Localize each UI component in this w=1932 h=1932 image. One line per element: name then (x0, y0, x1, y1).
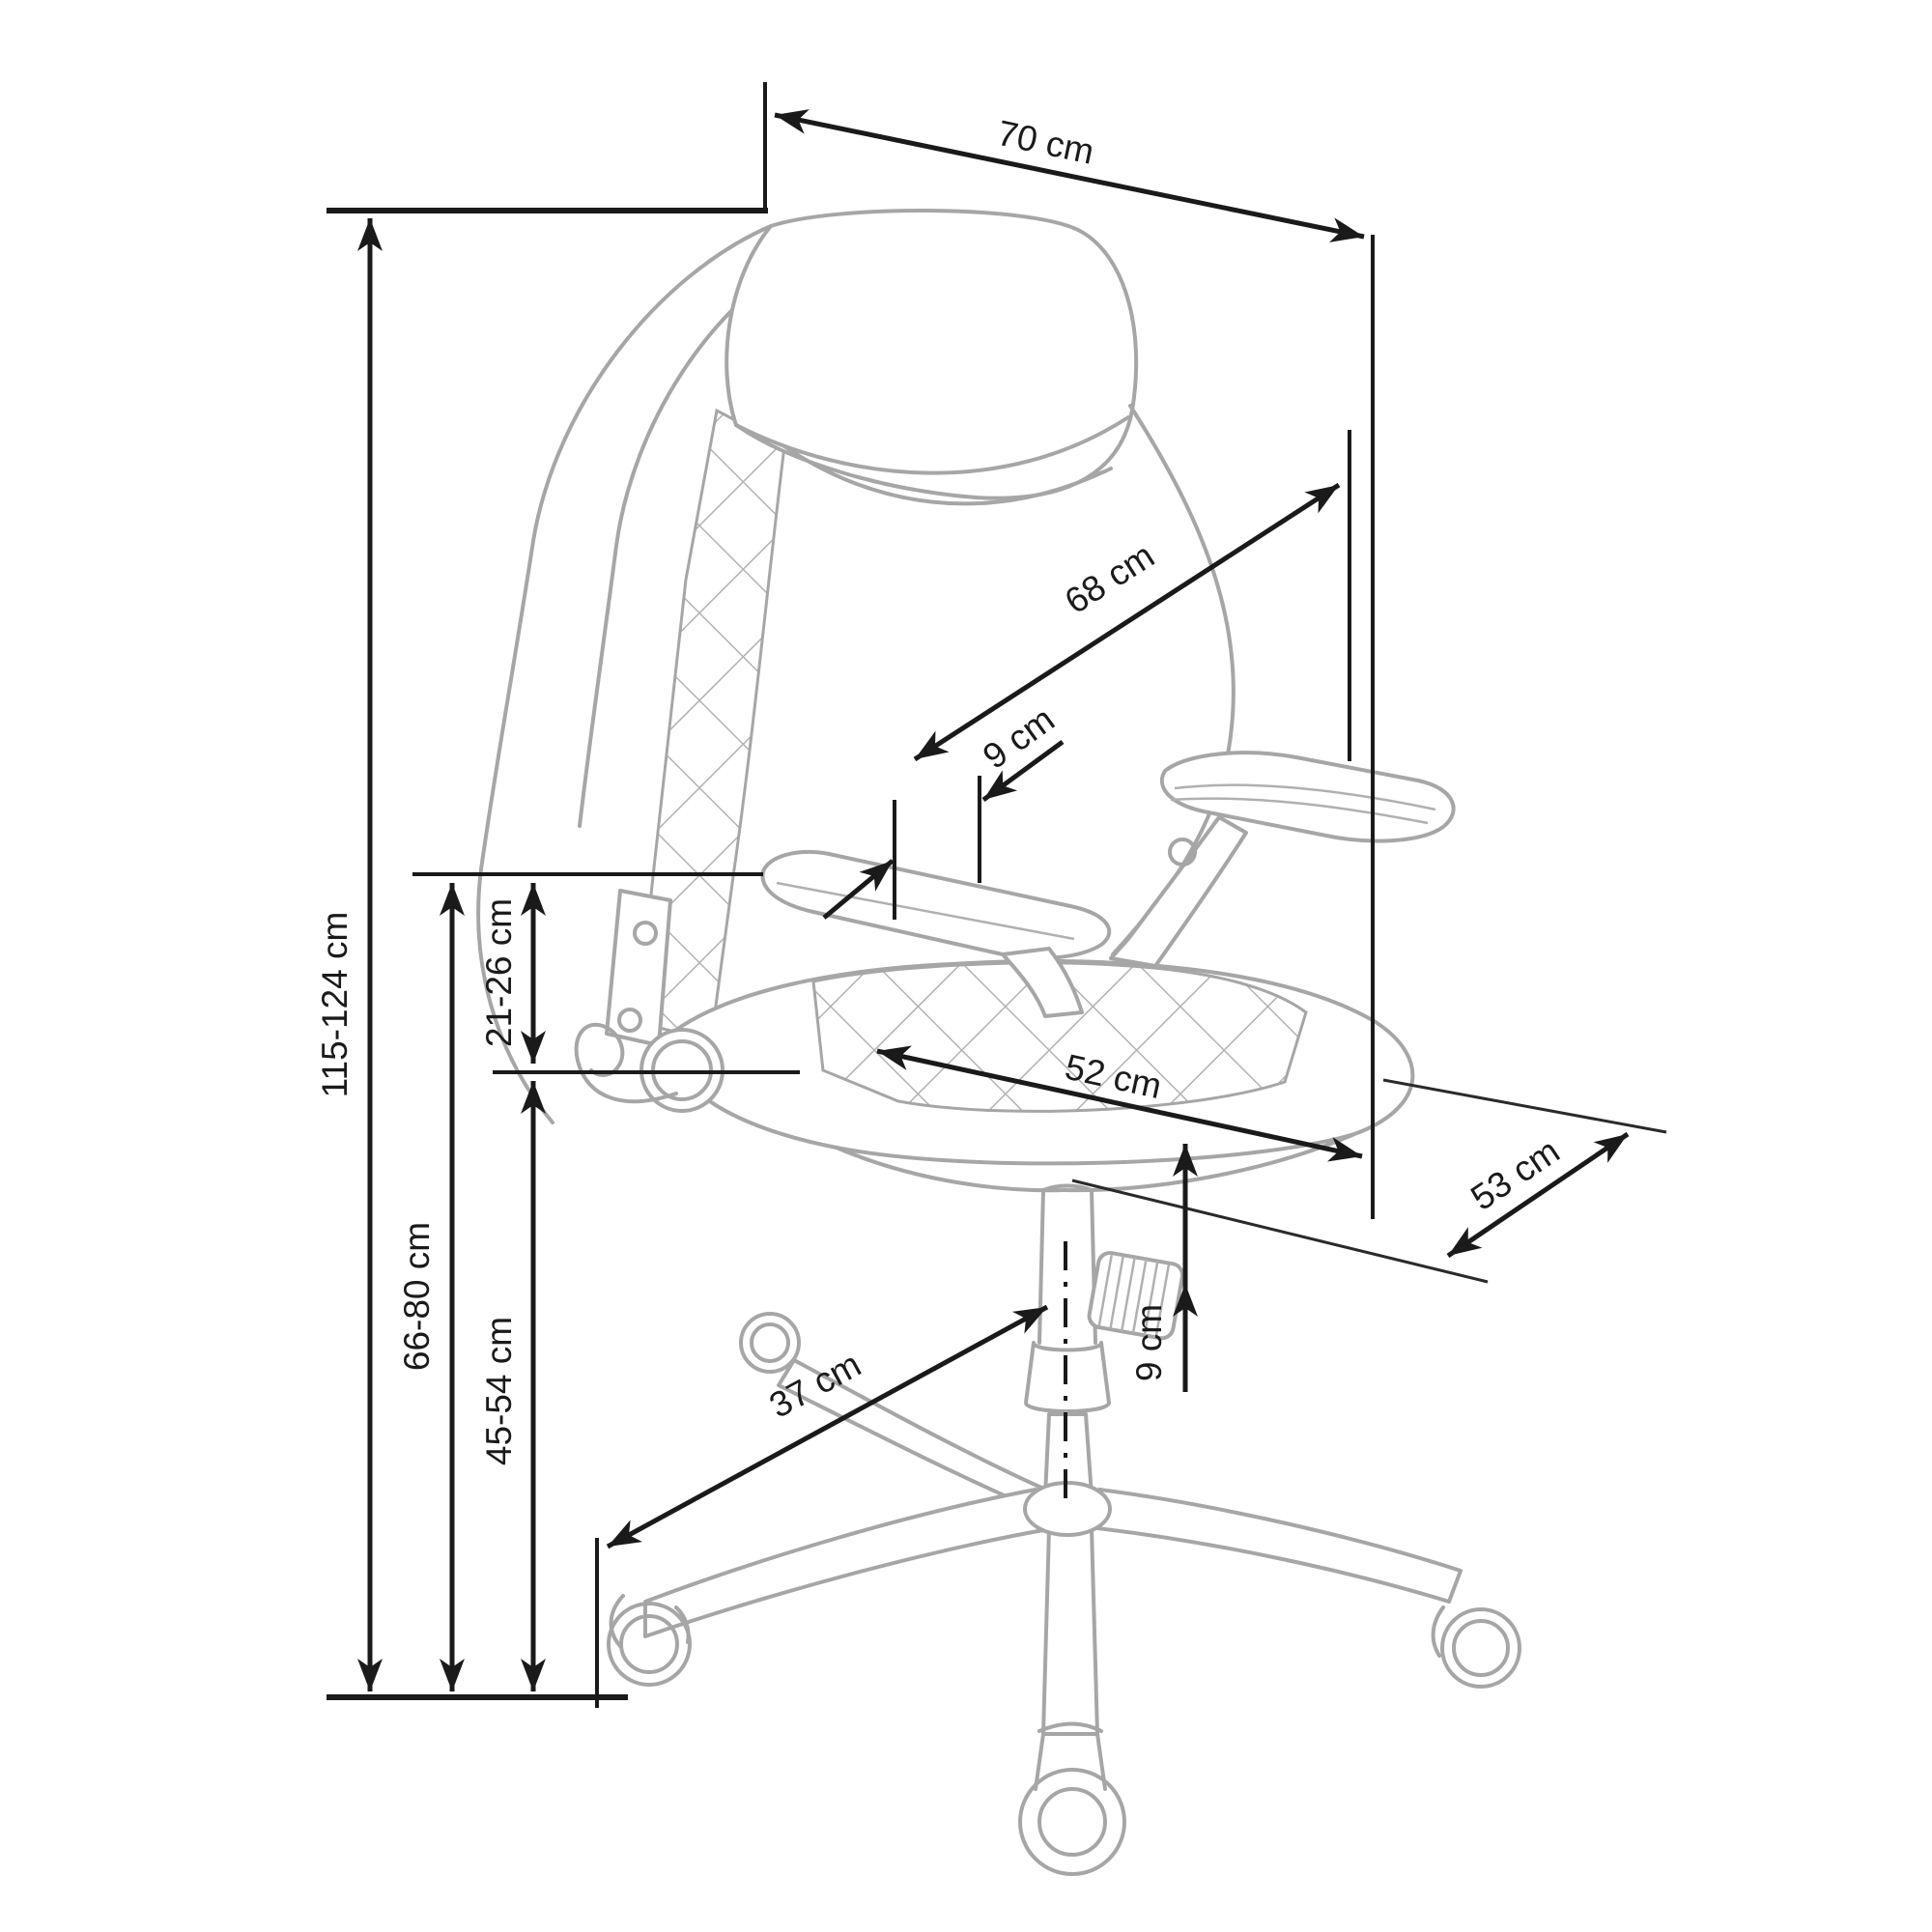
backrest-inner-contour (578, 251, 810, 828)
caster-rear (1018, 1721, 1126, 1876)
armrest-right-stitch-1 (1174, 783, 1436, 811)
dim-seat-width-arrow (1446, 1131, 1630, 1259)
dim-overall-width-arrow (774, 109, 1365, 242)
ext-seat-width-top (1382, 1078, 1667, 1134)
base-leg-left (643, 1488, 1045, 1638)
label-lift-range: 9 cm (1129, 1304, 1169, 1381)
base-leg-right (1095, 1488, 1463, 1604)
dim-seat-depth-arrow (876, 1045, 1363, 1162)
seat-underside-left (835, 1146, 1066, 1193)
armrest-left-pad (760, 850, 1112, 961)
label-armrest-floor-height: 66-80 cm (397, 1222, 437, 1371)
armrest-right-support (1109, 815, 1248, 968)
base-leg-rear (1041, 1526, 1099, 1736)
chair-drawing (476, 208, 1521, 1876)
dim-base-leg-arrow (606, 1304, 1049, 1549)
dimension-annotations (327, 82, 1667, 1708)
armrest-right-pad (1159, 751, 1456, 843)
caster-far-inner (750, 1322, 790, 1363)
armrest-support-hole (1168, 838, 1197, 867)
dim-backrest-height-arrow (913, 482, 1341, 762)
label-armrest-above-seat: 21-26 cm (479, 898, 519, 1047)
armrest-right-stitch-2 (1170, 797, 1429, 825)
ext-seat-width-bottom (1071, 1179, 1489, 1284)
side-plate-hole-bottom (617, 1008, 642, 1033)
caster-left (607, 1594, 692, 1687)
caster-right (1431, 1605, 1521, 1689)
headrest (724, 208, 1139, 500)
backrest-outer-edge (476, 224, 773, 1124)
dim-armrest-pad-arrow-left (822, 859, 895, 920)
ribbed-adjuster-knob (1087, 1251, 1185, 1341)
label-seat-width: 53 cm (1463, 1131, 1566, 1218)
armrest-left-support (1001, 947, 1084, 1018)
label-overall-height: 115-124 cm (315, 912, 355, 1098)
dim-armrest-pad-arrow-right (981, 739, 1065, 803)
armrest-left-stitch (776, 881, 1075, 941)
side-plate-hole-top (633, 921, 658, 946)
label-seat-height: 45-54 cm (479, 1317, 519, 1465)
